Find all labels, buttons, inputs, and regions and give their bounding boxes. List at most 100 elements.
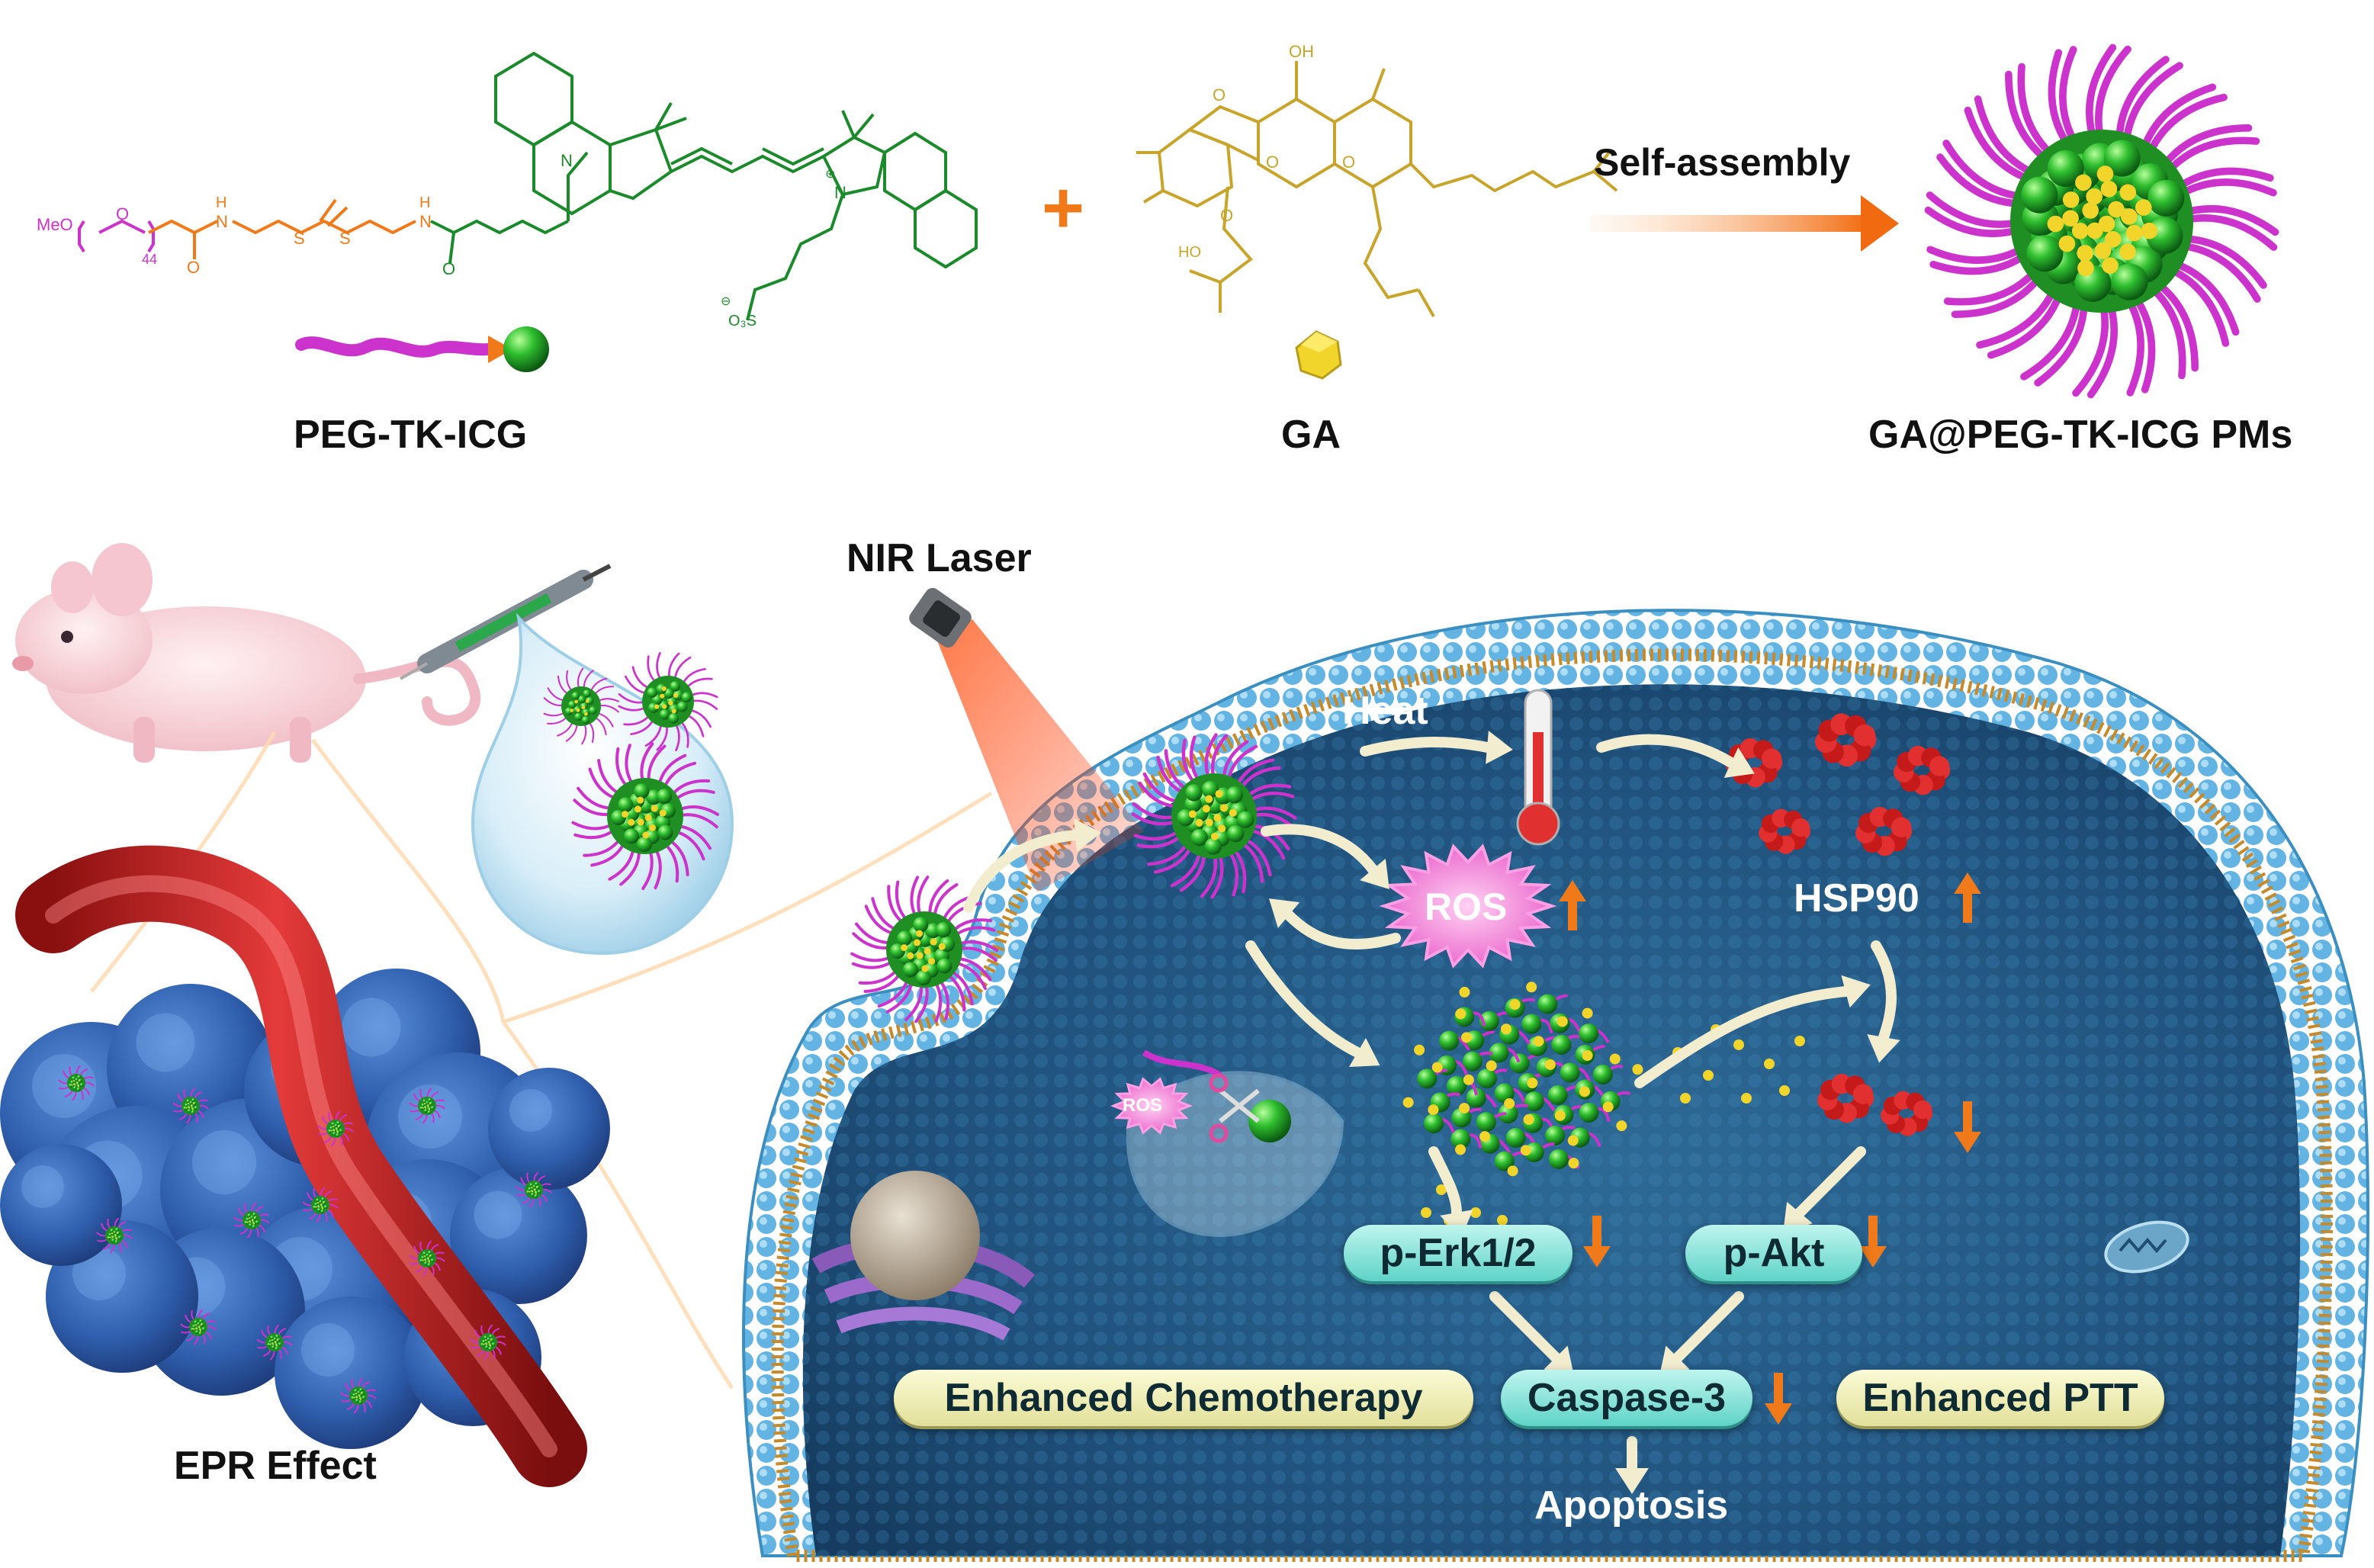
p-erk-node: p-Erk1/2 [1344,1225,1572,1281]
icg-fragment [1505,1127,1526,1148]
chem-plus-charge: ⊕ [825,168,836,181]
ga-fragment [1526,982,1537,993]
icg-fragment [1551,1034,1572,1055]
chem-ga-oh: OH [1289,42,1314,61]
ga-fragment [1504,1098,1515,1110]
micelle [340,1377,377,1414]
ros-small-label: ROS [1123,1095,1163,1116]
icg-fragment [1592,1064,1613,1084]
ga-fragment [1582,1050,1593,1062]
micelle [233,1202,270,1239]
ga-fragment [1632,1064,1643,1075]
flow-arrow [1634,986,1851,1088]
micelle [571,742,719,890]
flow-arrowhead [1615,1468,1649,1494]
micelle [1131,733,1297,899]
hsp90-protein [1881,1091,1933,1136]
ros-cleavage-bubble [1110,1049,1344,1238]
icg-structure [448,51,978,321]
flow-arrowhead [1783,1201,1813,1233]
laser-device [909,587,972,648]
plus-sign: + [1042,167,1084,249]
icg-fragment [1439,1030,1460,1051]
chem-neg-charge: ⊖ [721,295,731,308]
chem-ga-o4: O [1220,206,1234,225]
heat-label: Heat [1342,689,1428,733]
ros-label: ROS [1425,885,1508,928]
icg-fragment [1446,1075,1466,1096]
peg-chain-structure [78,198,455,259]
flow-arrowhead [1867,1034,1900,1063]
up-arrowhead [1954,872,1981,894]
micelle [470,1324,506,1361]
ga-fragment [1533,1036,1544,1047]
chem-s2: S [339,229,351,248]
ga-fragment [1455,1144,1466,1155]
tumor-lobe [275,1296,427,1449]
ga-fragment [1455,1008,1466,1020]
enhanced-ptt-node: Enhanced PTT [1836,1370,2164,1426]
ga-fragment [1556,1016,1568,1027]
icg-fragment [1545,1126,1566,1146]
icg-fragment [1579,1102,1599,1123]
flow-arrow [1489,1291,1561,1363]
ga-fragment [1428,1104,1439,1116]
chem-ga-o1: O [1213,85,1226,104]
tumor-mass [0,969,610,1449]
ga-fragment [1616,1120,1627,1132]
micelle [409,1088,445,1124]
ga-structure [1136,61,1618,317]
icg-fragment [1524,1091,1544,1112]
icg-fragment [1548,1149,1569,1169]
flow-arrowhead [1723,747,1755,778]
ga-fragment [1479,1131,1491,1142]
flow-arrow [1871,940,1897,1043]
chem-o1: O [116,204,130,223]
caspase-3-node: Caspase-3 [1501,1370,1752,1426]
micelle-top-icon [1924,43,2279,399]
icg-fragment [1417,1068,1438,1089]
regulation-arrows [1559,872,1981,1425]
icg-fragment [1579,1023,1599,1044]
micelle [618,651,718,752]
chem-ga-o2: O [1266,153,1280,172]
flow-arrowhead [1841,975,1871,1008]
hsp90-protein [1817,1074,1874,1123]
ga-fragment [1509,999,1521,1011]
ga-fragment [1602,1101,1614,1113]
chem-n-right: N [834,183,846,202]
ga-fragment [1741,1093,1752,1104]
ga-peg-tk-icg-pms-label: GA@PEG-TK-ICG PMs [1868,413,2293,457]
chem-n1: N [216,212,228,231]
ga-fragment [1554,1110,1566,1121]
chem-n2: N [419,212,432,231]
disassembled-micelle [1402,982,1805,1226]
icg-fragment [1537,994,1558,1014]
epr-effect-label: EPR Effect [174,1444,377,1488]
cell-micelles [850,733,1297,1023]
tumor-lobe [450,1167,587,1304]
tumor-highlight [342,998,401,1057]
down-arrowhead [1954,1132,1981,1153]
flow-arrow [1672,1291,1744,1363]
ga-fragment [1520,1145,1531,1156]
blood-vessel [15,845,587,1487]
tumor-highlight [398,1084,462,1149]
icg-fragment [1547,1084,1568,1105]
ga-fragment [1402,1097,1414,1108]
hsp90-protein [1855,807,1913,856]
thermometer-icon [1516,689,1560,846]
ga-fragment [1486,1060,1497,1072]
tumor-highlight [21,1165,64,1208]
icg-fragment [1466,1088,1486,1108]
syringe [400,564,612,680]
tumor-highlight [192,1130,256,1194]
ga-label: GA [1281,413,1341,457]
peg-tk-icg-label: PEG-TK-ICG [294,413,528,457]
p-akt-node: p-Akt [1685,1225,1862,1281]
flow-arrow [1428,1146,1462,1218]
icg-fragment [1450,1129,1471,1149]
nir-laser-beam [934,619,1144,892]
micelle [302,1187,339,1223]
